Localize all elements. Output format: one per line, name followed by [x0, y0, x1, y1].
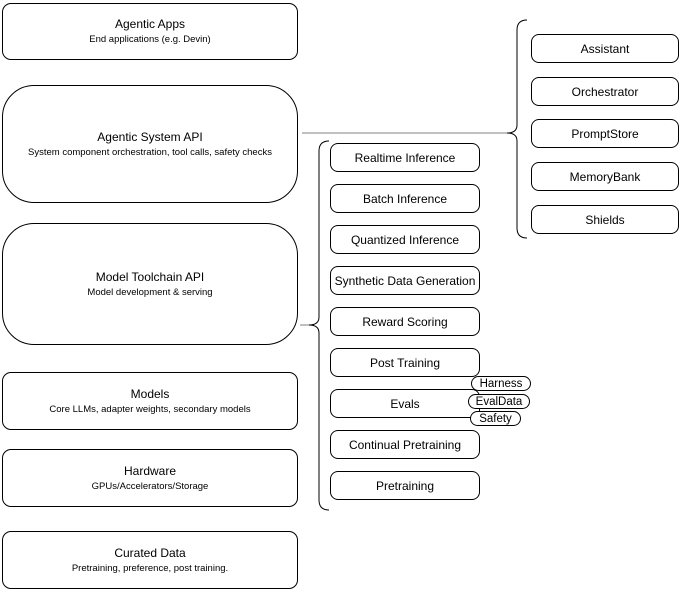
node-batch-inference: Batch Inference [330, 184, 480, 213]
node-models: Models Core LLMs, adapter weights, secon… [2, 372, 298, 430]
node-subtitle: System component orchestration, tool cal… [28, 146, 272, 158]
node-memorybank: MemoryBank [531, 162, 679, 191]
node-title: Curated Data [114, 545, 186, 560]
node-agentic-apps: Agentic Apps End applications (e.g. Devi… [2, 3, 298, 60]
node-shields: Shields [531, 205, 679, 234]
node-title: Agentic System API [97, 129, 203, 144]
node-subtitle: GPUs/Accelerators/Storage [91, 480, 209, 492]
node-assistant: Assistant [531, 34, 679, 63]
node-hardware: Hardware GPUs/Accelerators/Storage [2, 449, 298, 507]
node-subtitle: Core LLMs, adapter weights, secondary mo… [49, 403, 251, 415]
node-title: Agentic Apps [114, 17, 186, 31]
node-post-training: Post Training [330, 348, 480, 377]
node-pretraining: Pretraining [330, 471, 480, 500]
node-evals: Evals [330, 389, 480, 418]
right-column-bracket [506, 19, 528, 239]
node-quantized-inference: Quantized Inference [330, 225, 480, 254]
node-subtitle: Pretraining, preference, post training. [71, 562, 229, 574]
middle-column-bracket [308, 140, 330, 511]
tag-safety: Safety [470, 411, 521, 426]
node-subtitle: Model development & serving [87, 286, 213, 298]
node-synthetic-data-generation: Synthetic Data Generation [330, 266, 480, 295]
node-continual-pretraining: Continual Pretraining [330, 430, 480, 459]
node-realtime-inference: Realtime Inference [330, 143, 480, 172]
node-title: Models [130, 386, 170, 401]
node-model-toolchain-api: Model Toolchain API Model development & … [2, 223, 298, 345]
node-title: Model Toolchain API [95, 269, 205, 284]
node-curated-data: Curated Data Pretraining, preference, po… [2, 531, 298, 589]
tag-harness: Harness [471, 376, 531, 391]
node-agentic-system-api: Agentic System API System component orch… [2, 85, 298, 203]
node-orchestrator: Orchestrator [531, 77, 679, 106]
tag-evaldata: EvalData [468, 394, 530, 409]
node-reward-scoring: Reward Scoring [330, 307, 480, 336]
node-subtitle: End applications (e.g. Devin) [89, 34, 211, 45]
node-title: Hardware [123, 463, 177, 478]
node-promptstore: PromptStore [531, 119, 679, 148]
